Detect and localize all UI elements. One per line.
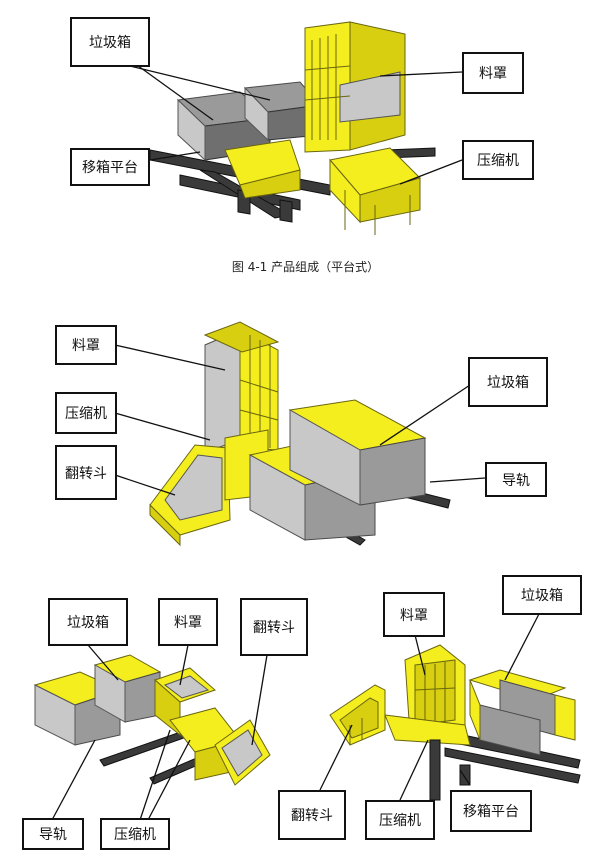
figure1-drawing: [129, 21, 463, 235]
fig1-label-compressor: 压缩机: [462, 140, 534, 180]
fig4-label-platform: 移箱平台: [450, 790, 532, 832]
fig3-label-tipper: 翻转斗: [240, 598, 308, 656]
fig4-label-compressor: 压缩机: [365, 800, 435, 840]
fig3-label-compressor: 压缩机: [100, 818, 170, 850]
fig2-label-tipper: 翻转斗: [55, 445, 117, 500]
figure2-drawing: [114, 321, 486, 547]
fig2-label-bin: 垃圾箱: [468, 357, 548, 407]
fig4-label-tipper: 翻转斗: [278, 790, 346, 840]
fig2-label-hopper-cover: 料罩: [55, 325, 117, 365]
fig1-label-bin: 垃圾箱: [70, 17, 150, 67]
figure3-drawing: [33, 644, 271, 821]
fig4-label-bin: 垃圾箱: [502, 575, 582, 615]
fig3-label-bin: 垃圾箱: [48, 598, 128, 646]
figure4-drawing: [319, 611, 581, 801]
fig4-label-hopper-cover: 料罩: [383, 592, 445, 637]
fig1-label-platform: 移箱平台: [70, 148, 150, 186]
fig1-label-hopper-cover: 料罩: [462, 52, 524, 94]
fig3-label-hopper-cover: 料罩: [158, 598, 218, 646]
fig2-label-compressor: 压缩机: [55, 392, 117, 434]
fig1-caption: 图 4-1 产品组成（平台式）: [231, 260, 380, 274]
fig2-label-rail: 导轨: [485, 462, 547, 497]
fig3-label-rail: 导轨: [22, 818, 84, 850]
